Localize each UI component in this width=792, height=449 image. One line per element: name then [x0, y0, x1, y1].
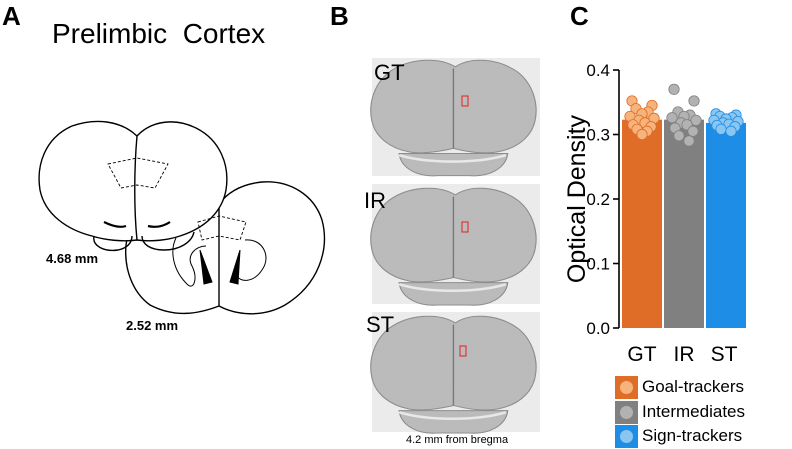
roi-box-gt — [461, 95, 469, 107]
olfactory-left — [93, 235, 133, 252]
roi-box-ir — [461, 221, 469, 233]
y-tick-label: 0.2 — [586, 190, 610, 209]
front-midline — [134, 135, 138, 241]
slice-label-ir: IR — [364, 188, 386, 213]
panel-letter-b: B — [330, 1, 349, 31]
point-gt — [636, 128, 648, 141]
legend-swatch-goal — [615, 376, 638, 399]
point-st — [715, 123, 727, 135]
legend-label-sign: Sign-trackers — [642, 426, 743, 445]
panel-a-title: Prelimbic Cortex — [52, 18, 266, 49]
point-ir — [668, 83, 680, 95]
y-tick-label: 0.4 — [586, 61, 610, 80]
point-ir — [687, 125, 699, 137]
y-axis-title: Optical Density — [563, 114, 591, 283]
point-ir — [688, 95, 700, 107]
y-tick-label: 0.0 — [586, 319, 610, 338]
bar-gt — [622, 119, 662, 328]
x-tick-label-ir: IR — [674, 343, 695, 366]
bregma-caption: 4.2 mm from bregma — [406, 434, 509, 446]
slice-label-st: ST — [366, 312, 395, 337]
x-tick-label-gt: GT — [627, 343, 656, 366]
bar-st — [706, 122, 746, 328]
legend-swatch-sign — [615, 425, 638, 448]
panel-letter-c: C — [570, 1, 589, 31]
brain-atlas-diagram — [38, 120, 326, 315]
bar-ir — [664, 119, 704, 328]
front-section-outline — [38, 120, 228, 242]
slice-gt-tissue — [370, 59, 537, 177]
olfactory-right — [141, 231, 195, 251]
x-tick-label-st: ST — [711, 343, 738, 366]
section-label-lower: 2.52 mm — [126, 318, 179, 333]
point-ir — [683, 135, 695, 147]
roi-box-st — [459, 345, 467, 357]
roi-rear-dashed — [197, 215, 247, 241]
slice-label-gt: GT — [374, 60, 405, 85]
y-tick-label: 0.1 — [586, 255, 610, 274]
slice-st-tissue — [370, 315, 537, 434]
point-ir — [666, 112, 678, 124]
legend-label-goal: Goal-trackers — [642, 377, 745, 396]
legend-swatch-inter — [615, 401, 638, 424]
legend-intermediates: Intermediates — [615, 401, 792, 424]
point-ir — [690, 114, 702, 126]
point-ir — [673, 130, 685, 142]
y-tick-label: 0.3 — [586, 126, 610, 145]
slice-ir-tissue — [370, 187, 537, 306]
legend-goal-trackers: Goal-trackers — [615, 376, 792, 399]
legend-label-inter: Intermediates — [642, 402, 745, 421]
legend-sign-trackers: Sign-trackers — [615, 425, 792, 448]
point-st — [725, 125, 737, 137]
panel-letter-a: A — [2, 1, 21, 31]
section-label-upper: 4.68 mm — [46, 251, 99, 266]
